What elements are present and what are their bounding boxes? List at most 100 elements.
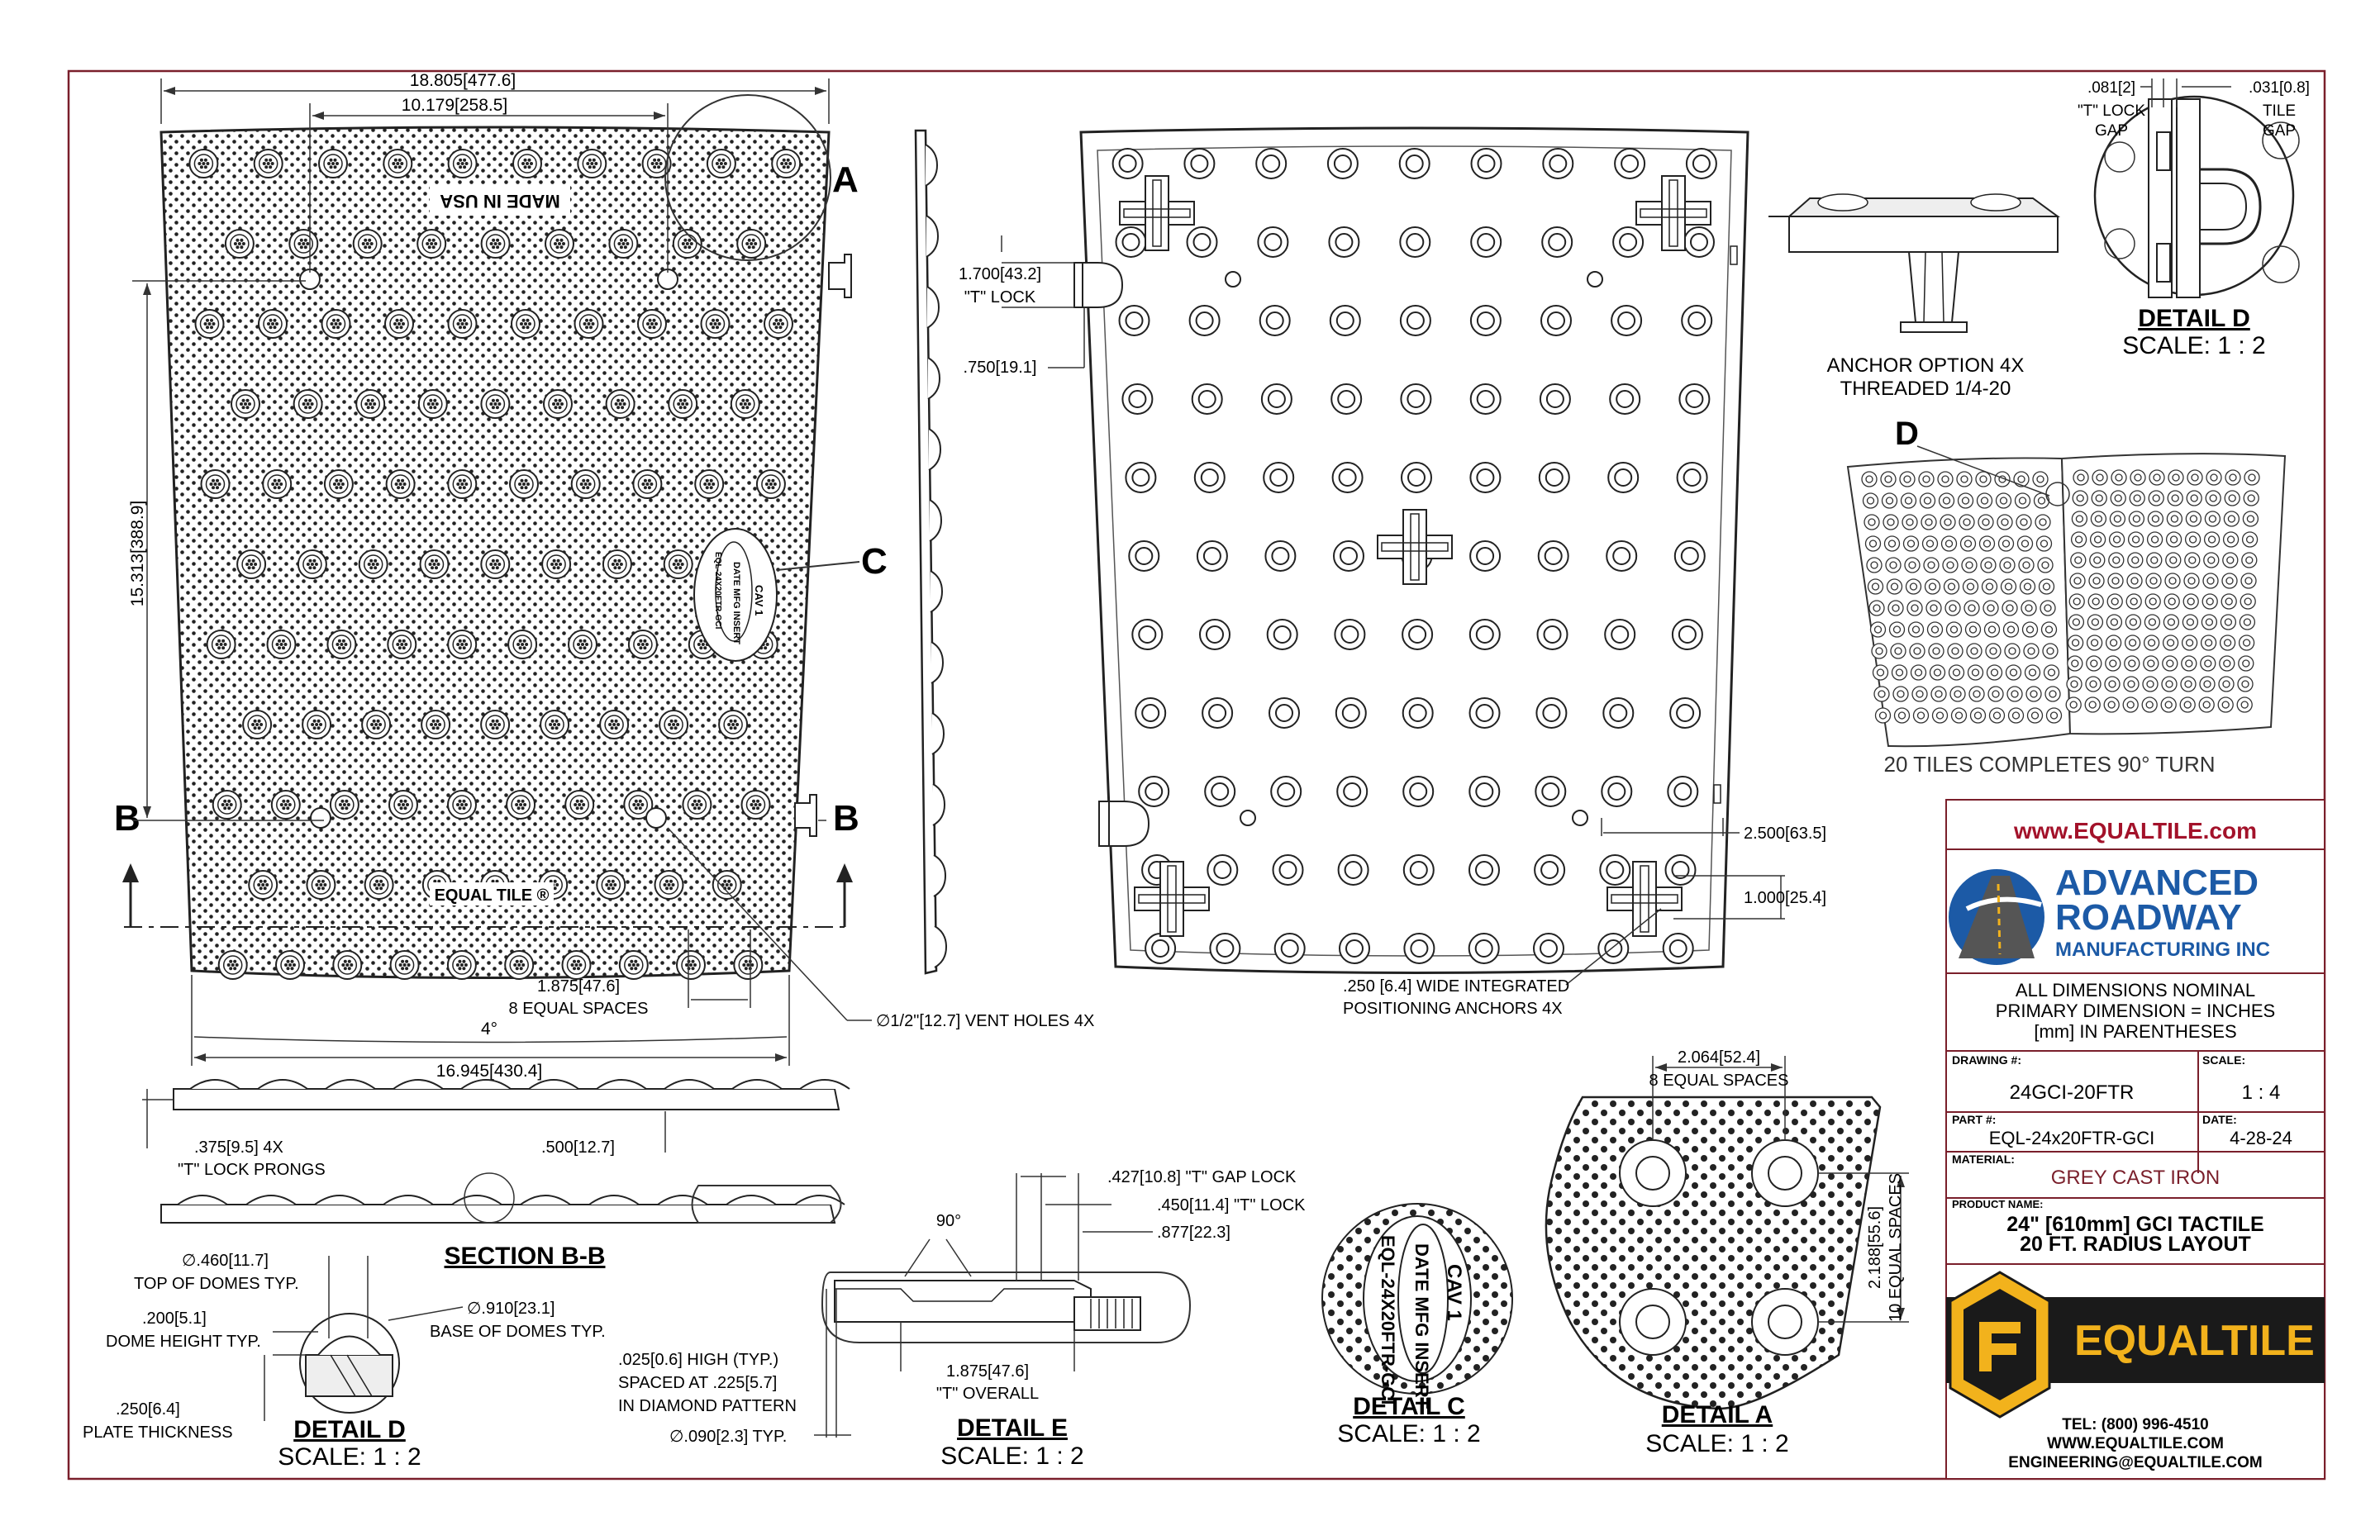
- vent-hole: [1572, 810, 1588, 826]
- dim-spacing: 1.875[47.6]: [537, 977, 620, 996]
- layout-ring: [2241, 531, 2259, 548]
- detail-a-dim-spacing: 2.064[52.4]: [1678, 1048, 1760, 1067]
- layout-ring: [1864, 514, 1880, 530]
- layout-ring: [2204, 511, 2221, 527]
- layout-ring: [1902, 535, 1920, 552]
- detail-a-title: DETAIL A: [1662, 1401, 1773, 1428]
- layout-ring: [2045, 707, 2063, 724]
- layout-ring: [2238, 635, 2255, 651]
- layout-ring: [1959, 535, 1977, 552]
- dome-underside-ring: [1269, 697, 1300, 729]
- layout-ring: [2243, 490, 2259, 506]
- truncated-dome: [447, 630, 478, 659]
- layout-ring: [1994, 471, 2011, 487]
- layout-ring: [2032, 471, 2049, 487]
- layout-ring: [2144, 614, 2161, 630]
- layout-ring: [1885, 557, 1902, 573]
- dome-underside-ring: [1667, 776, 1699, 807]
- layout-ring: [1966, 643, 1983, 659]
- layout-ring: [2185, 511, 2202, 527]
- edge-dim: .750[19.1]: [964, 359, 1037, 377]
- layout-ring: [1948, 664, 1965, 681]
- sheet-border: [67, 69, 2326, 1481]
- layout-ring: [2016, 535, 2034, 552]
- truncated-dome: [447, 309, 478, 339]
- layout-ring: [2181, 655, 2197, 672]
- layout-ring: [2018, 557, 2035, 573]
- dome-underside-ring: [1469, 540, 1502, 572]
- detail-d-bottom-title: DETAIL D: [293, 1416, 406, 1443]
- dome-underside-ring: [1255, 148, 1288, 179]
- dome-underside-ring: [1604, 619, 1636, 650]
- layout-ring: [1997, 514, 2013, 530]
- truncated-dome: [545, 229, 574, 259]
- layout-ring: [2224, 490, 2240, 506]
- layout-ring: [1880, 471, 1897, 487]
- layout-ring: [2180, 676, 2197, 692]
- truncated-dome: [637, 309, 667, 339]
- dome-underside-ring: [1469, 462, 1502, 493]
- truncated-dome: [188, 149, 219, 178]
- layout-view: D 20 TILES COMPLETES 90° TURN: [1846, 416, 2287, 777]
- layout-ring: [2187, 469, 2203, 486]
- layout-ring: [2144, 593, 2161, 610]
- layout-ring: [2086, 635, 2103, 651]
- top-view: A CAV 1 DATE MFG INSERT EQL-24X20FTR-GCI…: [114, 71, 1094, 1081]
- layout-ring: [2206, 469, 2222, 486]
- layout-ring: [2242, 511, 2259, 527]
- dome-underside-ring: [1209, 933, 1241, 964]
- layout-ring: [2146, 531, 2163, 548]
- layout-ring: [2086, 655, 2102, 672]
- layout-ring: [2090, 511, 2107, 527]
- layout-ring: [2005, 664, 2022, 681]
- dome-underside-ring: [1468, 776, 1501, 807]
- dome-underside-ring: [1402, 854, 1435, 886]
- layout-ring: [2200, 635, 2217, 651]
- dome-underside-ring: [1266, 619, 1298, 650]
- truncated-dome: [599, 710, 630, 739]
- dome-underside-ring: [1402, 619, 1434, 650]
- truncated-dome: [712, 870, 742, 900]
- dome-underside-ring: [1468, 697, 1501, 729]
- layout-ring: [2122, 696, 2139, 713]
- side-dome-profile: [927, 357, 941, 400]
- layout-ring: [1978, 535, 1996, 552]
- side-dome-profile: [928, 428, 942, 471]
- dome-underside-ring: [1542, 148, 1574, 179]
- truncated-dome: [388, 790, 418, 820]
- truncated-dome: [352, 229, 383, 259]
- truncated-dome: [329, 790, 359, 820]
- layout-ring: [2127, 531, 2144, 548]
- dome-underside-ring: [1121, 383, 1154, 415]
- layout-ring: [2145, 573, 2162, 589]
- t-lock: .450[11.4] "T" LOCK: [1157, 1196, 1306, 1214]
- layout-ring: [2203, 531, 2221, 548]
- dome-underside-ring: [1272, 854, 1304, 886]
- layout-ring: [2164, 573, 2181, 589]
- dome-underside-ring: [1662, 933, 1694, 964]
- tel: TEL: (800) 996-4510: [2062, 1416, 2208, 1433]
- layout-ring: [1988, 707, 2006, 724]
- detail-d-top-title: DETAIL D: [2138, 305, 2250, 332]
- dome-underside-ring: [1676, 462, 1708, 493]
- dome-underside-ring: [1535, 697, 1568, 729]
- detail-a-scale: SCALE: 1 : 2: [1645, 1430, 1788, 1457]
- dome-underside-ring: [1336, 776, 1368, 807]
- truncated-dome: [509, 469, 539, 499]
- layout-ring: [2128, 511, 2145, 527]
- layout-ring: [2106, 593, 2123, 610]
- layout-ring: [1921, 514, 1937, 530]
- layout-ring: [1962, 578, 1979, 595]
- layout-ring: [2143, 635, 2160, 651]
- truncated-dome: [270, 790, 301, 820]
- dome-underside-ring: [1329, 305, 1361, 336]
- layout-ring: [2071, 511, 2088, 527]
- layout-ring: [1866, 557, 1883, 573]
- detail-c-view: EQL-24X20FTR-GCI DATE MFG INSERT CAV 1 D…: [1321, 1203, 1513, 1447]
- layout-ring: [2184, 531, 2202, 548]
- truncated-dome: [332, 950, 363, 980]
- dome-underside-ring: [1138, 776, 1170, 807]
- layout-ring: [2089, 531, 2106, 548]
- layout-ring: [1921, 535, 1939, 552]
- layout-ring: [2091, 490, 2107, 506]
